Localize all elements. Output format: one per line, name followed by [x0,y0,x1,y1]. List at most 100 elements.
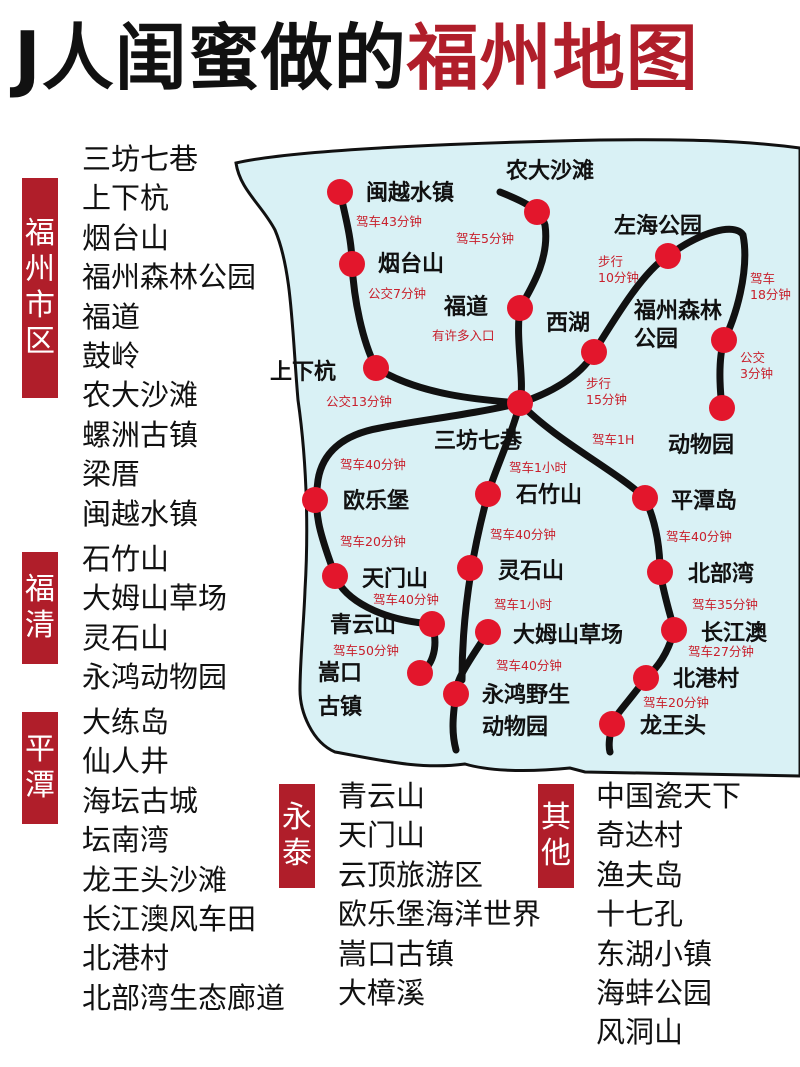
station-label-olebao: 欧乐堡 [343,488,409,514]
route-label: 驾车20分钟 [643,695,709,710]
station-qingyun [419,611,445,637]
route-label: 有许多入口 [432,328,495,343]
station-label-qingyun: 青云山 [330,613,396,638]
station-pingtan [632,485,658,511]
route-label: 10分钟 [598,270,639,285]
route-label: 15分钟 [586,392,627,407]
list-item: 大樟溪 [338,975,426,1010]
station-damu [475,619,501,645]
station-shangxia [363,355,389,381]
station-yantai [339,251,365,277]
list-item: 中国瓷天下 [596,779,742,813]
route-label: 公交7分钟 [368,286,426,301]
station-shizhu [475,481,501,507]
list-fuzhou-city: 三坊七巷上下杭烟台山福州森林公园福道鼓岭农大沙滩螺洲古镇梁厝闽越水镇 [82,140,256,534]
list-item: 欧乐堡海洋世界 [338,897,542,932]
route-label: 驾车43分钟 [356,214,422,229]
list-item: 螺洲古镇 [82,417,199,452]
map-region [234,138,800,778]
station-yonghong [443,681,469,707]
route-label: 驾车20分钟 [340,534,406,549]
station-label-zuohai: 左海公园 [614,213,702,239]
station-label-yonghong: 动物园 [482,714,548,740]
station-label-shangxia: 上下杭 [270,359,336,385]
station-zuohai [655,243,681,269]
route-label: 驾车40分钟 [373,592,439,607]
route-label: 驾车5分钟 [456,231,514,246]
list-item: 大姆山草场 [82,581,228,616]
list-item: 东湖小镇 [596,936,713,971]
list-item: 坛南湾 [82,823,170,858]
route-label: 驾车1H [592,432,634,447]
station-xihu [581,339,607,365]
route-label: 步行 [598,254,623,269]
station-label-nongda: 农大沙滩 [505,158,594,184]
list-item: 上下杭 [82,181,170,216]
page-title: J人闺蜜做的福州地图 [14,8,794,108]
station-senlin [711,327,737,353]
station-fudao [507,295,533,321]
route-label: 公交 [740,350,765,365]
title-part2: 福州地图 [406,16,699,100]
station-label-beibu: 北部湾 [688,561,754,587]
list-item: 农大沙滩 [82,378,199,413]
list-item: 渔夫岛 [596,857,684,892]
list-yongtai: 青云山天门山云顶旅游区欧乐堡海洋世界嵩口古镇大樟溪 [338,777,541,1013]
station-label-sanfang: 三坊七巷 [434,428,523,454]
list-item: 福道 [82,299,141,334]
list-item: 三坊七巷 [82,142,199,176]
list-item: 青云山 [338,779,426,813]
list-item: 海坛古城 [82,783,199,818]
list-item: 云顶旅游区 [338,857,484,892]
station-label-shizhu: 石竹山 [515,482,582,508]
tag-yongtai: 永泰 [279,784,315,888]
station-label-beigang: 北港村 [673,667,739,692]
station-changjiang [661,617,687,643]
list-item: 十七孔 [596,897,684,932]
list-pingtan: 大练岛仙人井海坛古城坛南湾龙王头沙滩长江澳风车田北港村北部湾生态廊道 [82,703,285,1018]
route-label: 驾车50分钟 [333,643,399,658]
tag-fuqing: 福清 [22,552,58,664]
station-longwang [599,711,625,737]
list-item: 海蚌公园 [596,975,713,1010]
station-label-zoo: 动物园 [668,432,734,458]
station-tianmen [322,563,348,589]
route-label: 驾车27分钟 [688,644,754,659]
station-minyue [327,179,353,205]
tag-fuzhou-city: 福州市区 [22,178,58,398]
station-label-songkou: 嵩口 [318,661,362,686]
list-item: 石竹山 [82,542,170,576]
list-item: 北港村 [82,941,170,976]
route-label: 驾车40分钟 [666,529,732,544]
station-songkou [407,660,433,686]
list-item: 龙王头沙滩 [82,862,228,897]
list-item: 大练岛 [82,705,170,739]
station-lingshi [457,555,483,581]
route-label: 驾车1小时 [494,597,552,612]
list-item: 奇达村 [596,818,684,853]
station-beibu [647,559,673,585]
list-item: 永鸿动物园 [82,660,228,695]
station-label-pingtan: 平潭岛 [671,488,737,514]
route-line [372,364,524,407]
route-label: 驾车40分钟 [496,658,562,673]
route-line [312,399,524,628]
station-label-longwang: 龙王头 [640,714,706,739]
station-label-songkou: 古镇 [318,694,362,720]
station-beigang [633,665,659,691]
list-item: 天门山 [338,818,426,853]
list-item: 梁厝 [82,457,141,492]
route-label: 3分钟 [740,366,773,381]
tag-other: 其他 [538,784,574,888]
station-label-yantai: 烟台山 [378,251,444,277]
route-label: 18分钟 [750,287,791,302]
route-label: 驾车35分钟 [692,597,758,612]
route-label: 驾车 [750,271,775,286]
station-label-yonghong: 永鸿野生 [482,682,570,708]
route-label: 驾车40分钟 [340,457,406,472]
station-zoo [709,395,735,421]
list-item: 北部湾生态廊道 [82,980,286,1015]
list-item: 鼓岭 [82,338,141,373]
route-label: 公交13分钟 [326,394,392,409]
